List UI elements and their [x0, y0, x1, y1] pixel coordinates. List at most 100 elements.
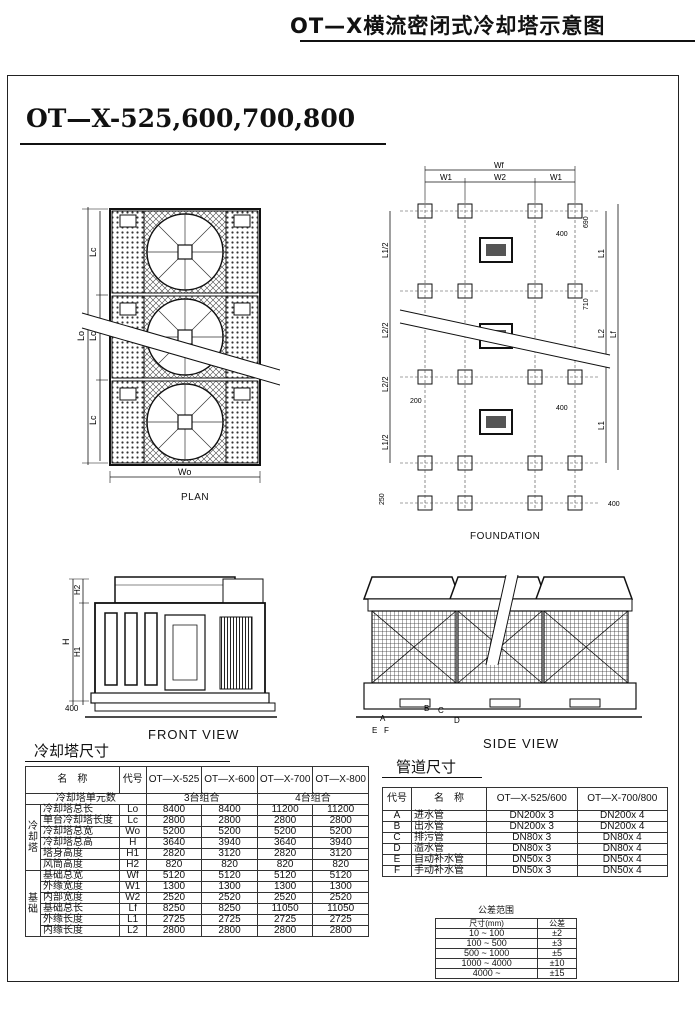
tower-value: 820 — [201, 859, 258, 871]
pipe-m2: DN50x 4 — [576, 854, 668, 866]
base-value: 8250 — [201, 903, 258, 915]
pipe-name: 溢水管 — [411, 843, 487, 855]
main-table-title-rule — [25, 761, 230, 762]
base-code: L2 — [118, 925, 147, 937]
base-value: 2800 — [256, 925, 314, 937]
tower-value: 5200 — [201, 826, 258, 838]
pipe-header-code: 代号 — [382, 787, 412, 811]
header-model-4: OT—X-800 — [312, 766, 369, 794]
base-value: 1300 — [312, 881, 369, 893]
tower-value: 5200 — [145, 826, 203, 838]
foundation-dim-w1-right: W1 — [550, 173, 563, 182]
tolerance-size: 500 ~ 1000 — [434, 948, 539, 959]
plan-drawing: Lo Lc Lc Lc Wo — [76, 207, 280, 483]
base-group-label: 基础 — [25, 870, 41, 937]
foundation-dim-l1-b: L1 — [597, 421, 606, 430]
tolerance-value: ±10 — [537, 958, 577, 969]
unit-row-label: 冷却塔单元数 — [25, 793, 147, 805]
tower-value: 8400 — [201, 804, 258, 816]
tower-value: 2800 — [145, 815, 203, 827]
base-value: 5120 — [201, 870, 258, 882]
tolerance-header-row: 尺寸(mm) 公差 — [434, 918, 577, 929]
plan-dim-lc-2: Lc — [88, 331, 98, 341]
pipe-m2: DN50x 4 — [576, 865, 668, 877]
side-label-b: B — [424, 704, 429, 713]
base-name: 内缘长度 — [40, 925, 120, 937]
pipe-name: 出水管 — [411, 821, 487, 833]
foundation-dim-w1-left: W1 — [440, 173, 453, 182]
title-underline — [300, 40, 695, 42]
header-model-3: OT—X-700 — [256, 766, 314, 794]
tower-value: 820 — [145, 859, 203, 871]
tower-code: Lc — [118, 815, 147, 827]
base-value: 11050 — [312, 903, 369, 915]
base-value: 2725 — [256, 914, 314, 926]
foundation-caption: FOUNDATION — [470, 531, 541, 542]
base-value: 2725 — [201, 914, 258, 926]
tower-name: 冷却塔总宽 — [40, 826, 120, 838]
side-label-d: D — [454, 716, 460, 725]
unit-row: 冷却塔单元数 3台组合 4台组合 — [25, 793, 370, 805]
plan-dim-lo: Lo — [76, 331, 86, 341]
header-code: 代号 — [118, 766, 147, 794]
base-code: Wf — [118, 870, 147, 882]
pipe-name: 自动补水管 — [411, 854, 487, 866]
pipe-header-m2: OT—X-700/800 — [576, 787, 668, 811]
tolerance-size: 10 ~ 100 — [434, 928, 539, 939]
side-label-e: E — [372, 726, 377, 735]
pipe-header-name: 名 称 — [411, 787, 487, 811]
base-value: 2800 — [145, 925, 203, 937]
tower-dimension-table: 名 称 代号 OT—X-525 OT—X-600 OT—X-700 OT—X-8… — [25, 766, 370, 937]
tower-value: 2820 — [256, 848, 314, 860]
pipe-m1: DN200x 3 — [486, 810, 578, 822]
main-table-title: 冷却塔尺寸 — [34, 742, 110, 760]
base-name: 外缘长度 — [40, 914, 120, 926]
foundation-dim-710: 710 — [583, 298, 590, 310]
tolerance-table-title: 公差范围 — [478, 906, 515, 916]
foundation-dim-wf: Wf — [494, 161, 505, 170]
base-code: L1 — [118, 914, 147, 926]
pipe-name: 进水管 — [411, 810, 487, 822]
base-value: 2800 — [312, 925, 369, 937]
pipe-m2: DN80x 4 — [576, 832, 668, 844]
tower-value: 3120 — [201, 848, 258, 860]
pipe-name: 排污管 — [411, 832, 487, 844]
base-name: 外缘宽度 — [40, 881, 120, 893]
tower-value: 11200 — [312, 804, 369, 816]
tower-code: H2 — [118, 859, 147, 871]
plan-dim-wo: Wo — [178, 467, 191, 477]
tower-value: 3640 — [145, 837, 203, 849]
tolerance-row: 100 ~ 500±3 — [434, 938, 577, 949]
foundation-dim-lf: Lf — [609, 331, 618, 338]
plan-caption: PLAN — [181, 492, 210, 503]
pipe-header-m1: OT—X-525/600 — [486, 787, 578, 811]
pipe-header-row: 代号 名 称 OT—X-525/600 OT—X-700/800 — [382, 787, 668, 811]
foundation-dim-l1-2-b: L1/2 — [381, 434, 390, 450]
tower-value: 820 — [312, 859, 369, 871]
foundation-dim-l2-2-b: L2/2 — [381, 376, 390, 392]
tower-value: 3940 — [312, 837, 369, 849]
base-value: 1300 — [145, 881, 203, 893]
tower-value: 5200 — [312, 826, 369, 838]
tolerance-row: 1000 ~ 4000±10 — [434, 958, 577, 969]
pipe-m1: DN50x 3 — [486, 854, 578, 866]
foundation-dim-l1-a: L1 — [597, 249, 606, 258]
foundation-drawing: Wf W1 W2 W1 L1/2 L2/2 L2/2 L1/2 250 200 — [379, 161, 620, 511]
tower-value: 2800 — [256, 815, 314, 827]
side-view-drawing: A B C D E F — [356, 575, 642, 735]
pipe-name: 手动补水管 — [411, 865, 487, 877]
tower-value: 820 — [256, 859, 314, 871]
tower-value: 11200 — [256, 804, 314, 816]
